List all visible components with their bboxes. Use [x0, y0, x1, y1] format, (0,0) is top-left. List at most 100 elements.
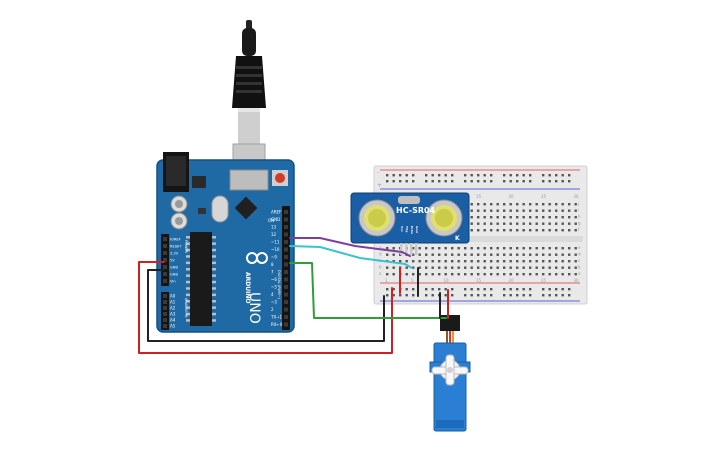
header-pin[interactable]: [163, 265, 167, 269]
breadboard-hole[interactable]: [503, 209, 506, 212]
breadboard-hole[interactable]: [392, 266, 395, 269]
breadboard-hole[interactable]: [438, 260, 441, 263]
breadboard-hole[interactable]: [451, 180, 454, 183]
breadboard-hole[interactable]: [509, 253, 512, 256]
breadboard-hole[interactable]: [451, 174, 454, 177]
breadboard-hole[interactable]: [470, 209, 473, 212]
breadboard-hole[interactable]: [425, 253, 428, 256]
breadboard-hole[interactable]: [496, 253, 499, 256]
breadboard-hole[interactable]: [464, 260, 467, 263]
header-pin[interactable]: [284, 217, 288, 222]
header-pin[interactable]: [163, 272, 167, 276]
breadboard-hole[interactable]: [522, 247, 525, 250]
breadboard-hole[interactable]: [542, 203, 545, 206]
breadboard-hole[interactable]: [412, 273, 415, 276]
breadboard-hole[interactable]: [561, 203, 564, 206]
breadboard-hole[interactable]: [535, 266, 538, 269]
breadboard-hole[interactable]: [386, 174, 389, 177]
breadboard-hole[interactable]: [399, 260, 402, 263]
header-pin[interactable]: [284, 270, 288, 274]
breadboard-hole[interactable]: [561, 229, 564, 232]
breadboard-hole[interactable]: [548, 273, 551, 276]
breadboard-hole[interactable]: [451, 247, 454, 250]
breadboard-hole[interactable]: [412, 294, 415, 297]
breadboard-hole[interactable]: [503, 222, 506, 225]
breadboard-hole[interactable]: [438, 253, 441, 256]
breadboard-hole[interactable]: [444, 247, 447, 250]
breadboard-hole[interactable]: [392, 288, 395, 291]
breadboard-hole[interactable]: [542, 222, 545, 225]
breadboard-hole[interactable]: [516, 294, 519, 297]
breadboard-hole[interactable]: [535, 229, 538, 232]
breadboard-hole[interactable]: [451, 288, 454, 291]
breadboard-hole[interactable]: [509, 229, 512, 232]
breadboard-hole[interactable]: [555, 229, 558, 232]
breadboard-hole[interactable]: [503, 180, 506, 183]
breadboard-hole[interactable]: [496, 266, 499, 269]
breadboard-hole[interactable]: [509, 209, 512, 212]
breadboard-hole[interactable]: [568, 273, 571, 276]
breadboard-hole[interactable]: [470, 260, 473, 263]
breadboard-hole[interactable]: [542, 174, 545, 177]
breadboard-hole[interactable]: [425, 273, 428, 276]
breadboard-hole[interactable]: [548, 222, 551, 225]
breadboard-hole[interactable]: [568, 260, 571, 263]
breadboard-hole[interactable]: [555, 203, 558, 206]
breadboard-hole[interactable]: [483, 288, 486, 291]
breadboard-hole[interactable]: [574, 253, 577, 256]
breadboard-hole[interactable]: [548, 174, 551, 177]
breadboard-hole[interactable]: [509, 174, 512, 177]
breadboard-hole[interactable]: [470, 203, 473, 206]
breadboard-hole[interactable]: [470, 174, 473, 177]
breadboard-hole[interactable]: [490, 273, 493, 276]
breadboard-hole[interactable]: [516, 229, 519, 232]
breadboard-hole[interactable]: [509, 203, 512, 206]
breadboard-hole[interactable]: [444, 180, 447, 183]
breadboard-hole[interactable]: [392, 260, 395, 263]
breadboard-hole[interactable]: [431, 260, 434, 263]
breadboard-hole[interactable]: [418, 253, 421, 256]
breadboard-hole[interactable]: [574, 216, 577, 219]
breadboard-hole[interactable]: [516, 273, 519, 276]
breadboard-hole[interactable]: [386, 180, 389, 183]
breadboard-hole[interactable]: [483, 229, 486, 232]
breadboard-hole[interactable]: [405, 294, 408, 297]
breadboard-hole[interactable]: [561, 209, 564, 212]
breadboard-hole[interactable]: [522, 288, 525, 291]
breadboard-hole[interactable]: [561, 294, 564, 297]
breadboard-hole[interactable]: [444, 253, 447, 256]
breadboard-hole[interactable]: [483, 266, 486, 269]
breadboard-hole[interactable]: [568, 209, 571, 212]
wire-purple-trig[interactable]: [289, 237, 411, 257]
breadboard-hole[interactable]: [418, 273, 421, 276]
breadboard-hole[interactable]: [574, 203, 577, 206]
breadboard-hole[interactable]: [529, 247, 532, 250]
breadboard-hole[interactable]: [548, 288, 551, 291]
breadboard-hole[interactable]: [529, 216, 532, 219]
breadboard-hole[interactable]: [490, 288, 493, 291]
breadboard-hole[interactable]: [568, 294, 571, 297]
breadboard-hole[interactable]: [529, 209, 532, 212]
breadboard-hole[interactable]: [561, 180, 564, 183]
breadboard-hole[interactable]: [477, 273, 480, 276]
sensor-pin[interactable]: [405, 243, 408, 255]
breadboard-hole[interactable]: [386, 247, 389, 250]
breadboard-hole[interactable]: [529, 174, 532, 177]
servo-motor[interactable]: [429, 315, 471, 432]
breadboard-hole[interactable]: [509, 294, 512, 297]
breadboard-hole[interactable]: [412, 266, 415, 269]
breadboard-hole[interactable]: [483, 260, 486, 263]
breadboard-hole[interactable]: [561, 260, 564, 263]
header-pin[interactable]: [284, 300, 288, 304]
breadboard-hole[interactable]: [516, 174, 519, 177]
header-pin[interactable]: [163, 258, 167, 262]
breadboard-hole[interactable]: [386, 294, 389, 297]
breadboard-hole[interactable]: [412, 180, 415, 183]
breadboard-hole[interactable]: [522, 260, 525, 263]
breadboard-hole[interactable]: [477, 266, 480, 269]
breadboard-hole[interactable]: [470, 247, 473, 250]
header-pin[interactable]: [284, 315, 288, 319]
breadboard-hole[interactable]: [568, 174, 571, 177]
breadboard-hole[interactable]: [483, 222, 486, 225]
